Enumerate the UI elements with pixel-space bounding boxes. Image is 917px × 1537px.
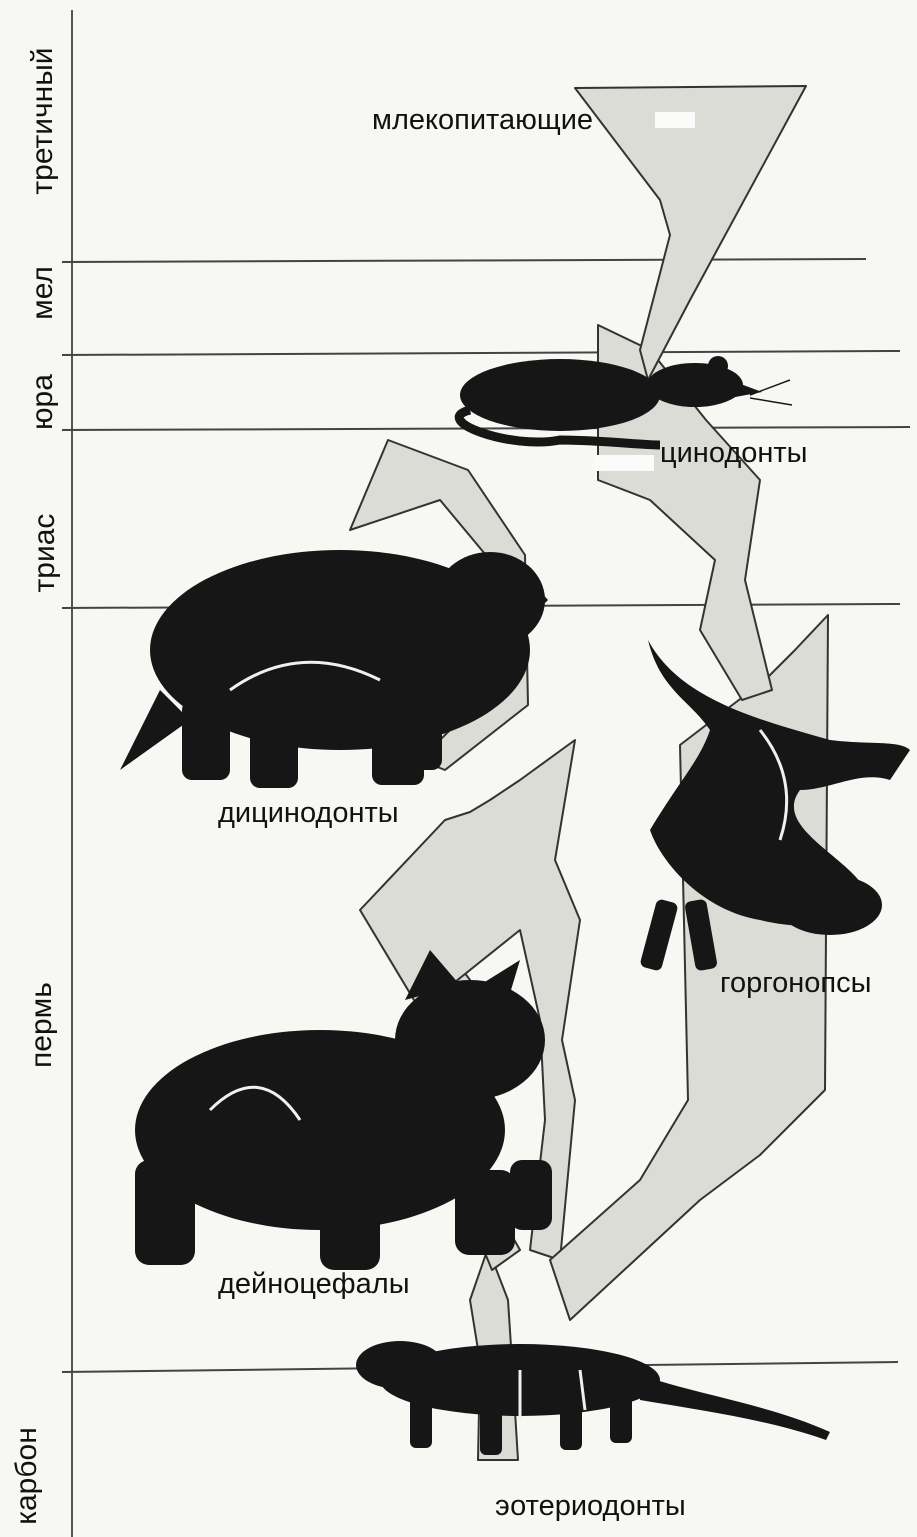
period-label-permian: пермь bbox=[25, 975, 59, 1075]
eotheriodont-silhouette bbox=[356, 1341, 830, 1455]
period-label-triassic: триас bbox=[28, 503, 62, 603]
label-patch-mammals bbox=[655, 112, 695, 128]
period-label-jurassic: юра bbox=[26, 372, 60, 432]
taxon-label-gorgonopsians: горгонопсы bbox=[720, 967, 871, 1000]
taxon-label-dicynodonts: дицинодонты bbox=[218, 797, 399, 830]
taxon-label-dinocephalians: дейноцефалы bbox=[218, 1268, 410, 1301]
boundary-cretaceous-jurassic bbox=[62, 351, 900, 355]
boundary-tertiary-cretaceous bbox=[62, 259, 866, 262]
dicynodont-silhouette bbox=[120, 550, 548, 788]
label-patch-cynodonts bbox=[594, 455, 654, 471]
period-label-cretaceous: мел bbox=[26, 263, 60, 323]
taxon-label-mammals: млекопитающие bbox=[372, 104, 593, 137]
dinocephalian-silhouette bbox=[135, 950, 552, 1270]
taxon-label-eotheriodonts: эотериодонты bbox=[495, 1490, 686, 1523]
period-label-tertiary: третичный bbox=[26, 36, 60, 206]
period-label-carboniferous: карбон bbox=[10, 1421, 44, 1531]
taxon-label-cynodonts: цинодонты bbox=[660, 437, 808, 470]
